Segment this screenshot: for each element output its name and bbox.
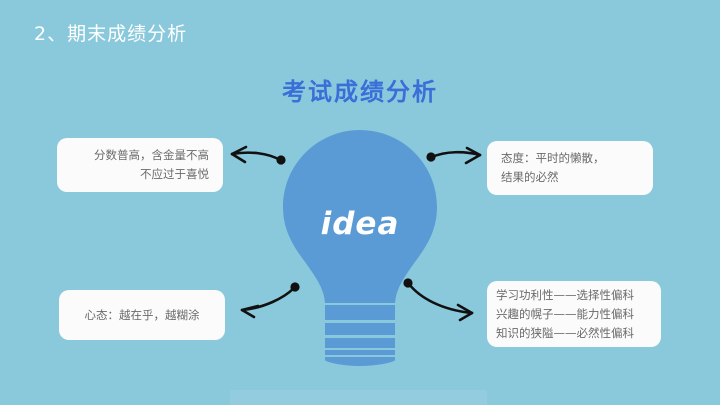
arrow-left-icon bbox=[216, 140, 292, 181]
bulb-base-1 bbox=[325, 305, 395, 320]
callout-bottom-left[interactable]: 心态：越在乎，越糊涂 bbox=[59, 290, 225, 340]
bulb-base-4 bbox=[325, 350, 395, 355]
bulb-base-3 bbox=[325, 338, 395, 348]
callout-line: 兴趣的幌子——能力性偏科 bbox=[496, 306, 634, 321]
callout-line: 分数普高，含金量不高 bbox=[94, 148, 209, 162]
callout-top-left[interactable]: 分数普高，含金量不高 不应过于喜悦 bbox=[57, 138, 223, 192]
callout-line: 态度：平时的懒散， bbox=[501, 151, 605, 165]
lightbulb-graphic: idea bbox=[278, 128, 442, 366]
callout-line: 学习功利性——选择性偏科 bbox=[496, 287, 634, 302]
callout-bottom-right[interactable]: 学习功利性——选择性偏科 兴趣的幌子——能力性偏科 知识的狭隘——必然性偏科 bbox=[487, 281, 661, 347]
callout-top-right[interactable]: 态度：平时的懒散， 结果的必然 bbox=[487, 141, 653, 195]
lightbulb-icon bbox=[283, 130, 437, 366]
arrow-left-down-icon bbox=[228, 278, 308, 325]
callout-line: 心态：越在乎，越糊涂 bbox=[84, 307, 200, 322]
callout-line: 不应过于喜悦 bbox=[140, 167, 209, 181]
section-heading: 2、期末成绩分析 bbox=[34, 23, 188, 45]
arrow-right-down-icon bbox=[398, 274, 490, 327]
bulb-glass bbox=[283, 130, 437, 303]
page-title: 考试成绩分析 bbox=[282, 78, 438, 106]
callout-line: 知识的狭隘——必然性偏科 bbox=[496, 325, 634, 340]
idea-label: idea bbox=[320, 206, 400, 242]
callout-line: 结果的必然 bbox=[501, 170, 559, 184]
bulb-tip bbox=[325, 357, 395, 366]
footer-band bbox=[230, 390, 487, 405]
arrow-right-icon bbox=[420, 140, 496, 181]
bulb-base-2 bbox=[325, 323, 395, 335]
